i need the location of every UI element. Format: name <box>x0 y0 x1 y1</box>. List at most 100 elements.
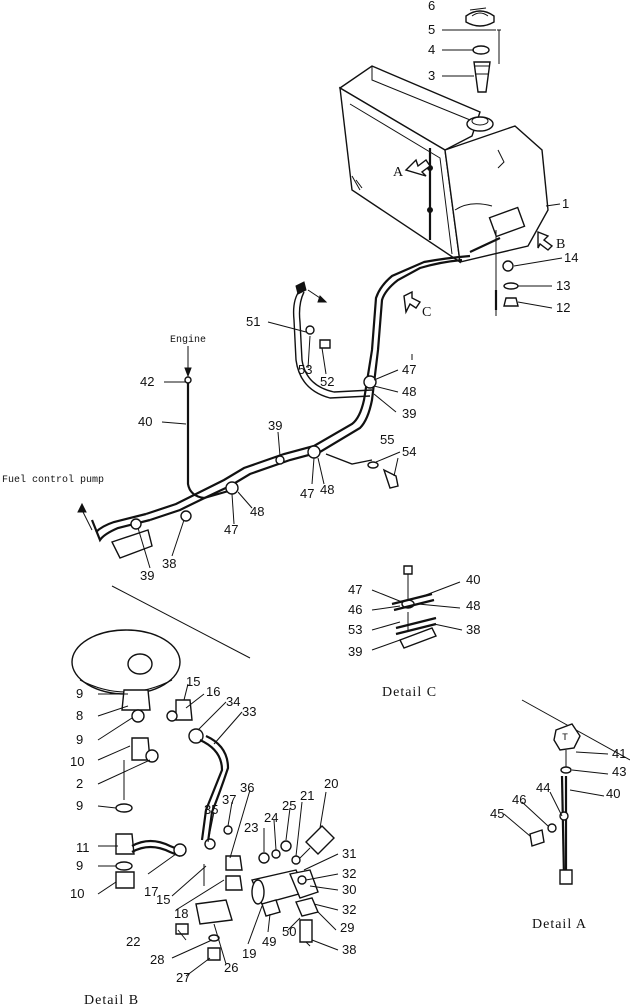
part-43: 43 <box>612 764 626 779</box>
part-35: 35 <box>204 802 218 817</box>
part-number-labels: 6 5 4 3 1 14 13 12 51 53 52 42 40 47 48 … <box>70 0 626 985</box>
part-47-mid: 47 <box>300 486 314 501</box>
part-10-b: 10 <box>70 886 84 901</box>
part-48-mid: 48 <box>320 482 334 497</box>
part-29: 29 <box>340 920 354 935</box>
part-39-mid: 39 <box>268 418 282 433</box>
engine-label: Engine <box>170 334 206 346</box>
part-50: 50 <box>282 924 296 939</box>
part-17: 17 <box>144 884 158 899</box>
drain-plug-parts <box>494 230 519 316</box>
part-37: 37 <box>222 792 236 807</box>
part-47-low: 47 <box>224 522 238 537</box>
part-38-c: 38 <box>466 622 480 637</box>
view-arrow-c: C <box>403 290 432 320</box>
part-42: 42 <box>140 374 154 389</box>
detail-b-assembly <box>71 629 335 961</box>
part-46-a: 46 <box>512 792 526 807</box>
part-52: 52 <box>320 374 334 389</box>
part-10-a: 10 <box>70 754 84 769</box>
part-23: 23 <box>244 820 258 835</box>
leader-lines <box>97 7 609 977</box>
part-39-top: 39 <box>402 406 416 421</box>
part-8: 8 <box>76 708 83 723</box>
part-24: 24 <box>264 810 278 825</box>
part-22: 22 <box>126 934 140 949</box>
part-21: 21 <box>300 788 314 803</box>
tee-mark-label: T <box>562 733 568 744</box>
part-4: 4 <box>428 42 435 57</box>
part-12: 12 <box>556 300 570 315</box>
view-a-letter: A <box>393 165 404 180</box>
part-39-low: 39 <box>140 568 154 583</box>
part-54: 54 <box>402 444 416 459</box>
detail-a-assembly <box>529 723 581 885</box>
part-6: 6 <box>428 0 435 13</box>
part-14: 14 <box>564 250 578 265</box>
part-9-c: 9 <box>76 798 83 813</box>
part-47-c: 47 <box>348 582 362 597</box>
part-19: 19 <box>242 946 256 961</box>
filler-cap-assembly <box>465 10 501 93</box>
part-9-d: 9 <box>76 858 83 873</box>
part-31: 31 <box>342 846 356 861</box>
part-38-top: 38 <box>162 556 176 571</box>
fuel-pipes-main <box>77 237 501 559</box>
part-32-a: 32 <box>342 866 356 881</box>
part-53: 53 <box>298 362 312 377</box>
detail-c-assembly <box>391 565 437 649</box>
part-46-c: 46 <box>348 602 362 617</box>
part-34: 34 <box>226 694 240 709</box>
part-26: 26 <box>224 960 238 975</box>
part-9-b: 9 <box>76 732 83 747</box>
part-15-b: 15 <box>156 892 170 907</box>
part-1: 1 <box>562 196 569 211</box>
part-55: 55 <box>380 432 394 447</box>
part-36: 36 <box>240 780 254 795</box>
detail-b-caption: Detail B <box>84 993 139 1008</box>
part-44: 44 <box>536 780 550 795</box>
part-47-top: 47 <box>402 362 416 377</box>
part-53-c: 53 <box>348 622 362 637</box>
detail-a-caption: Detail A <box>532 917 587 932</box>
part-32-b: 32 <box>342 902 356 917</box>
part-49: 49 <box>262 934 276 949</box>
part-51: 51 <box>246 314 260 329</box>
part-28: 28 <box>150 952 164 967</box>
part-11: 11 <box>76 840 90 855</box>
part-5: 5 <box>428 22 435 37</box>
view-c-letter: C <box>422 305 432 320</box>
fuel-control-pump-label: Fuel control pump <box>2 474 104 486</box>
engine-arrow-head <box>184 367 192 378</box>
part-13: 13 <box>556 278 570 293</box>
part-38-b: 38 <box>342 942 356 957</box>
part-3: 3 <box>428 68 435 83</box>
part-16: 16 <box>206 684 220 699</box>
part-15-a: 15 <box>186 674 200 689</box>
part-9-a: 9 <box>76 686 83 701</box>
part-40-a: 40 <box>606 786 620 801</box>
view-b-letter: B <box>556 237 566 252</box>
fuel-tank <box>338 65 549 264</box>
part-30: 30 <box>342 882 356 897</box>
part-27: 27 <box>176 970 190 985</box>
part-2: 2 <box>76 776 83 791</box>
part-40-c: 40 <box>466 572 480 587</box>
part-40: 40 <box>138 414 152 429</box>
part-45: 45 <box>490 806 504 821</box>
part-48-c: 48 <box>466 598 480 613</box>
part-48-top: 48 <box>402 384 416 399</box>
part-20: 20 <box>324 776 338 791</box>
part-41: 41 <box>612 746 626 761</box>
view-arrow-b: B <box>537 230 566 252</box>
part-25: 25 <box>282 798 296 813</box>
part-48-low: 48 <box>250 504 264 519</box>
detail-c-caption: Detail C <box>382 685 437 700</box>
part-33: 33 <box>242 704 256 719</box>
part-39-c: 39 <box>348 644 362 659</box>
part-18: 18 <box>174 906 188 921</box>
view-arrow-a: A <box>393 158 431 180</box>
section-divider-b <box>111 585 251 659</box>
